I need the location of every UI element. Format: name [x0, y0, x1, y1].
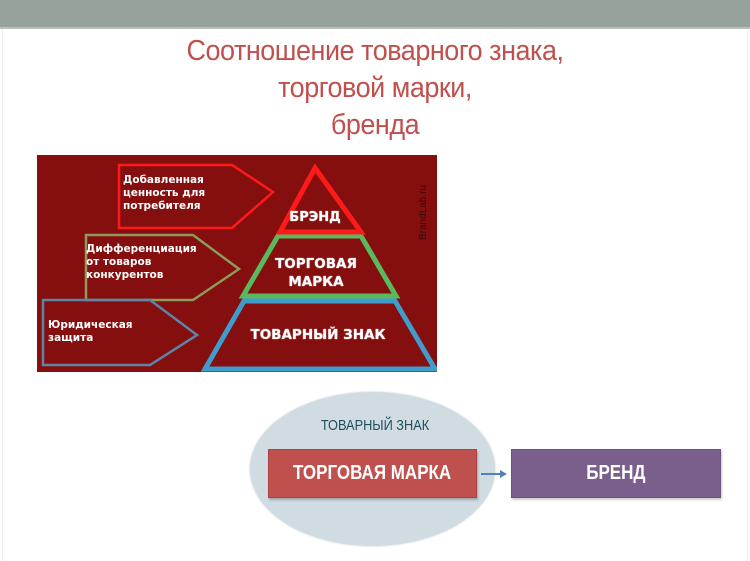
pyramid-tier-middle	[238, 233, 401, 299]
slide-top-bar	[0, 0, 750, 29]
pyramid-diagram: Добавленная ценность для потребителя Диф…	[37, 155, 437, 372]
callout-line: от товаров	[86, 256, 152, 268]
pyramid-graphic	[41, 163, 437, 372]
trademark-box-label: ТОРГОВАЯ МАРКА	[293, 462, 452, 484]
slide-right-border	[747, 29, 748, 561]
callout-line: конкурентов	[86, 269, 164, 281]
slide-title: Соотношение товарного знака, торговой ма…	[26, 33, 724, 144]
callout-added-value: Добавленная ценность для потребителя	[123, 174, 205, 213]
pyramid-label-trademark: ТОРГОВАЯ МАРКА	[259, 255, 373, 291]
pyramid-label-brand: БРЭНД	[289, 210, 341, 225]
watermark: BrandLab.ru	[418, 184, 429, 240]
callout-line: потребителя	[123, 200, 201, 212]
callout-legal: Юридическая защита	[48, 319, 133, 345]
callout-line: ценность для	[123, 187, 206, 199]
callout-shape-differentiation	[84, 233, 242, 302]
pyramid-tier-top	[275, 163, 366, 235]
arrow-right-icon	[481, 470, 507, 478]
oval-label: ТОВАРНЫЙ ЗНАК	[320, 418, 430, 434]
callout-line: Дифференциация	[86, 243, 197, 255]
brand-box-label: БРЕНД	[586, 462, 646, 484]
callout-shape-legal	[41, 298, 200, 367]
callout-differentiation: Дифференциация от товаров конкурентов	[86, 243, 197, 282]
callout-line: защита	[48, 332, 94, 344]
title-line-3: бренда	[330, 109, 420, 141]
pyramid-tier-bottom	[200, 298, 437, 372]
pyramid-label-trade-sign: ТОВАРНЫЙ ЗНАК	[250, 327, 386, 343]
title-line-2: торговой марки,	[278, 72, 472, 104]
brand-box: БРЕНД	[511, 449, 721, 498]
title-line-1: Соотношение товарного знака,	[186, 35, 564, 67]
tier-line: ТОРГОВАЯ	[275, 256, 357, 272]
slide-left-border	[2, 29, 3, 561]
callout-shape-added-value	[117, 163, 276, 230]
tier-line: МАРКА	[288, 274, 344, 290]
trademark-box: ТОРГОВАЯ МАРКА	[268, 449, 477, 498]
callout-line: Добавленная	[123, 174, 204, 186]
callout-line: Юридическая	[48, 319, 133, 331]
